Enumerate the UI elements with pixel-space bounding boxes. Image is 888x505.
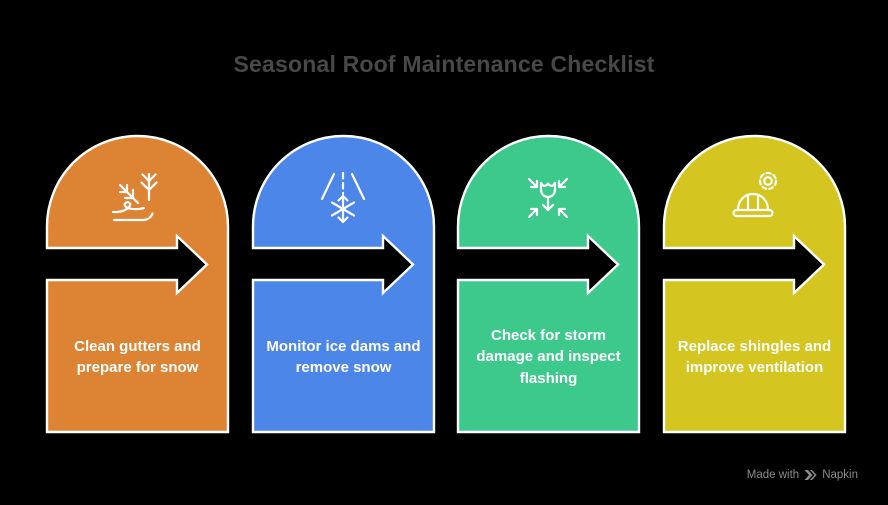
falling-snow-snowflake-icon — [320, 171, 366, 224]
arch-arrow-shape — [456, 134, 641, 434]
step-label-line: improve ventilation — [685, 359, 824, 376]
arch-arrow-shape — [45, 134, 230, 434]
checklist-step: Check for storm damage and inspect flashin… — [456, 134, 641, 434]
arch-arrow-shape — [662, 134, 847, 434]
checklist-step: Monitor ice dams and remove snow — [251, 134, 436, 434]
napkin-logo-icon — [804, 470, 817, 480]
step-label-line: Replace shingles and — [677, 337, 832, 355]
hard-hat-gear-icon — [732, 171, 778, 218]
step-label-line: Clean gutters and — [74, 337, 201, 355]
step-label: Monitor ice dams and remove snow — [259, 316, 428, 398]
checklist-step: Clean gutters and prepare for snow — [45, 134, 230, 434]
made-with-label: Made with — [746, 469, 800, 481]
step-label: Replace shingles and improve ventilation — [670, 316, 839, 398]
step-label-line: prepare for snow — [76, 359, 199, 376]
step-label-line: flashing — [519, 369, 578, 387]
checklist-step: Replace shingles and improve ventilation — [662, 134, 847, 434]
step-label-line: Monitor ice dams and — [266, 337, 421, 355]
watermark: Made with Napkin — [747, 469, 858, 481]
autumn-leaves-sweep-icon — [111, 172, 158, 222]
step-label-line: Check for storm — [490, 327, 607, 345]
step-label: Clean gutters and prepare for snow — [53, 316, 222, 398]
page-title: Seasonal Roof Maintenance Checklist — [233, 51, 655, 77]
brand-label: Napkin — [822, 469, 858, 481]
arch-arrow-shape — [251, 134, 436, 434]
step-label-line: damage and inspect — [476, 348, 621, 366]
step-label-line: remove snow — [295, 359, 392, 376]
storm-impact-flower-icon — [527, 177, 569, 219]
step-label: Check for storm damage and inspect flashin… — [464, 316, 633, 398]
